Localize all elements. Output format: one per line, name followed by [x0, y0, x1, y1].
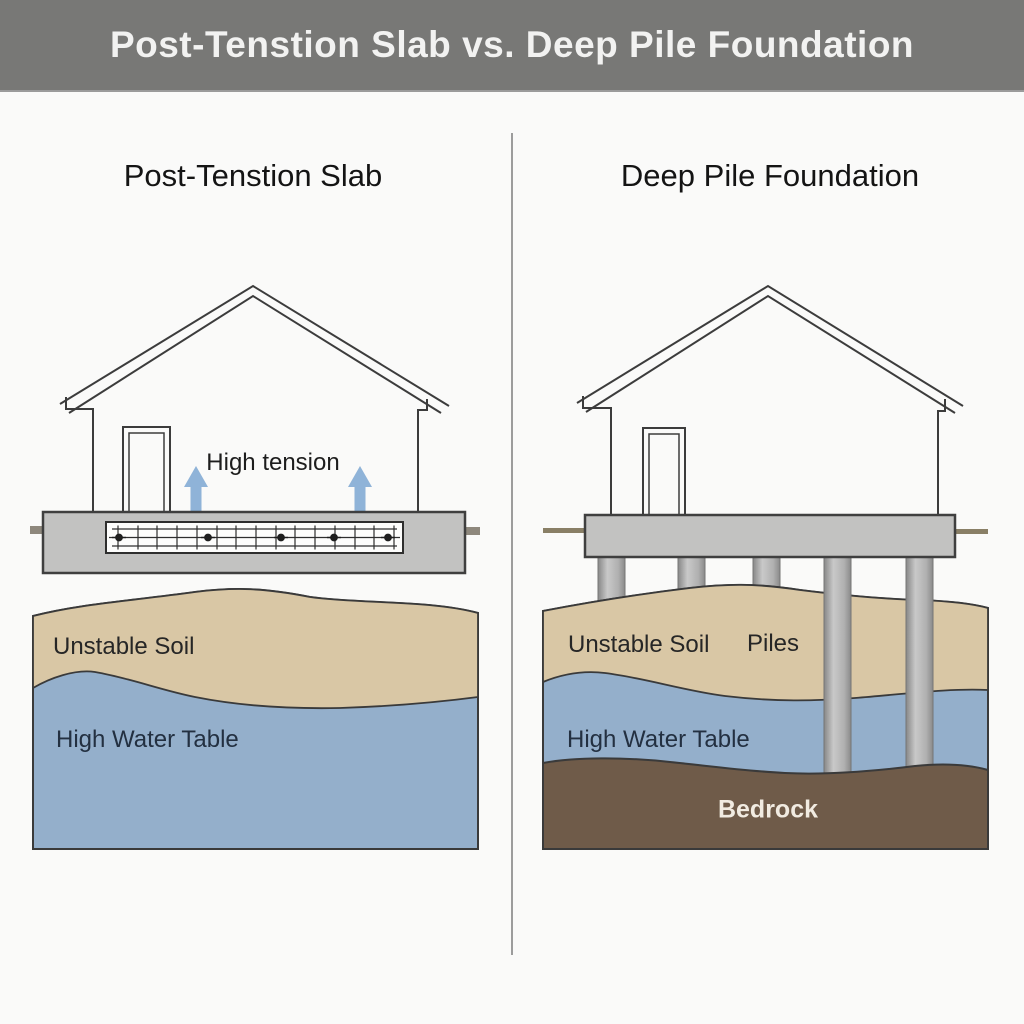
- left-unstable-soil-layer: [32, 588, 479, 710]
- right-unstable-soil-label: Unstable Soil: [568, 631, 710, 658]
- post-tension-slab: [30, 510, 480, 575]
- bedrock-label: Bedrock: [717, 795, 819, 824]
- piles-into-bedrock: [823, 555, 934, 779]
- right-anchor-stub: [465, 527, 480, 535]
- right-house: [576, 284, 964, 516]
- bedrock-layer: [542, 757, 989, 850]
- piles-label: Piles: [747, 630, 800, 657]
- panel-divider: [511, 133, 513, 955]
- tendon-anchors: [112, 533, 395, 542]
- left-anchor-stub: [30, 526, 44, 534]
- tendon-grid: [105, 521, 404, 554]
- ground-line: [543, 528, 988, 534]
- left-high-water-table-label: High Water Table: [56, 726, 239, 753]
- left-unstable-soil-label: Unstable Soil: [53, 633, 195, 660]
- title-bar: Post-Tenstion Slab vs. Deep Pile Foundat…: [0, 0, 1024, 92]
- pile-5: [905, 555, 934, 776]
- tension-arrows: [184, 466, 372, 512]
- right-high-water-table-label: High Water Table: [567, 726, 750, 753]
- right-unstable-soil-layer: [542, 583, 989, 702]
- left-soil-block: [32, 588, 479, 850]
- page-title: Post-Tenstion Slab vs. Deep Pile Foundat…: [109, 24, 915, 65]
- left-house-door: [122, 426, 171, 514]
- high-tension-label: High tension: [206, 449, 340, 476]
- pile-4: [823, 555, 852, 779]
- tension-arrow-up-right-icon: [348, 466, 372, 512]
- tension-arrow-up-left-icon: [184, 466, 208, 512]
- left-house: [59, 284, 450, 514]
- right-panel-title: Deep Pile Foundation: [620, 158, 920, 193]
- left-panel-title: Post-Tenstion Slab: [123, 158, 383, 193]
- right-slab-on-piles: [583, 513, 957, 559]
